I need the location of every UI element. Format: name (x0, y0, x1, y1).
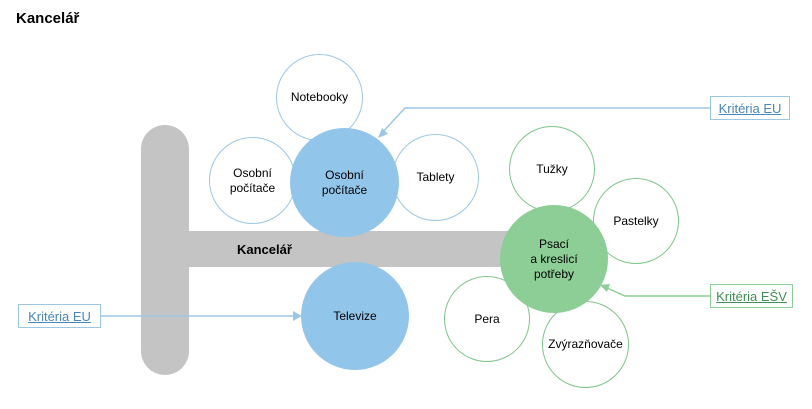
arrowhead-eu-left (293, 311, 302, 321)
trunk-horizontal (160, 231, 520, 267)
node-tablety: Tablety (392, 134, 479, 221)
link-kriteria-eu-left[interactable]: Kritéria EU (18, 304, 101, 328)
node-osobni-pocitace-outline: Osobní počítače (209, 137, 296, 224)
page-title: Kancelář (16, 10, 80, 27)
link-kriteria-esv[interactable]: Kritéria EŠV (710, 284, 793, 308)
node-psaci-potreby: Psací a kreslicí potřeby (500, 205, 608, 313)
node-notebooky: Notebooky (276, 54, 363, 141)
arrowhead-eu-top (378, 128, 388, 138)
connector-esv (604, 286, 710, 297)
link-kriteria-eu-top[interactable]: Kritéria EU (710, 96, 790, 120)
node-zvyraznovace: Zvýrazňovače (542, 301, 629, 388)
arrowhead-esv (600, 284, 610, 292)
node-pastelky: Pastelky (593, 178, 679, 264)
node-televize: Televize (301, 262, 409, 370)
trunk-label: Kancelář (237, 242, 292, 257)
connector-eu-top (379, 107, 710, 136)
node-osobni-pocitace-main: Osobní počítače (290, 128, 399, 237)
node-tuzky: Tužky (509, 126, 595, 212)
